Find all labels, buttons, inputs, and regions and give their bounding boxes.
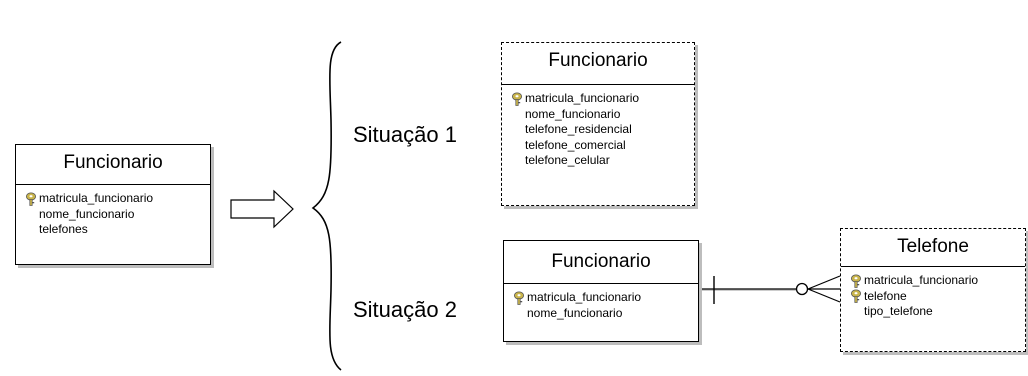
attribute-row: telefone <box>849 289 1025 305</box>
attribute-row: telefone_celular <box>510 153 694 169</box>
attribute-row: matricula_funcionario <box>24 191 210 207</box>
attribute-row: nome_funcionario <box>24 207 210 223</box>
attribute-label: matricula_funcionario <box>39 191 154 205</box>
cardinality-zero-mark <box>795 282 809 296</box>
attribute-row: matricula_funcionario <box>849 273 1025 289</box>
attribute-row: matricula_funcionario <box>510 91 694 107</box>
entity-title: Funcionario <box>502 43 694 85</box>
attribute-row: matricula_funcionario <box>512 290 698 306</box>
entity-title: Telefone <box>841 229 1025 267</box>
attribute-label: matricula_funcionario <box>864 273 979 287</box>
attribute-label: telefone <box>864 288 907 303</box>
situacao-1-label: Situação 1 <box>353 122 457 147</box>
attribute-row: nome_funcionario <box>512 306 698 322</box>
attribute-label: telefone_residencial <box>525 122 632 136</box>
transform-arrow-icon <box>230 189 294 229</box>
key-icon <box>510 92 524 106</box>
relationship-line <box>699 275 841 304</box>
cardinality-many-mark <box>807 275 841 303</box>
attribute-row: telefones <box>24 222 210 238</box>
attribute-label: telefone_celular <box>525 153 610 167</box>
situacao-2-label: Situação 2 <box>353 297 457 322</box>
attribute-label: matricula_funcionario <box>525 91 640 105</box>
key-icon <box>24 192 38 206</box>
key-icon <box>512 291 526 305</box>
key-icon <box>849 274 863 288</box>
attribute-row: nome_funcionario <box>510 107 694 123</box>
key-icon <box>849 289 863 304</box>
attribute-row: telefone_comercial <box>510 138 694 154</box>
attribute-row: tipo_telefone <box>849 304 1025 320</box>
attribute-label: nome_funcionario <box>39 206 135 221</box>
entity-title: Funcionario <box>504 241 698 284</box>
curly-brace <box>311 41 342 371</box>
attribute-label: nome_funcionario <box>527 305 623 320</box>
entity-title: Funcionario <box>16 145 210 185</box>
attribute-label: telefone_comercial <box>525 137 626 152</box>
attribute-label: telefones <box>39 222 88 236</box>
attribute-label: tipo_telefone <box>864 304 933 318</box>
attribute-row: telefone_residencial <box>510 122 694 138</box>
attribute-label: matricula_funcionario <box>527 290 642 304</box>
attribute-label: nome_funcionario <box>525 106 621 121</box>
